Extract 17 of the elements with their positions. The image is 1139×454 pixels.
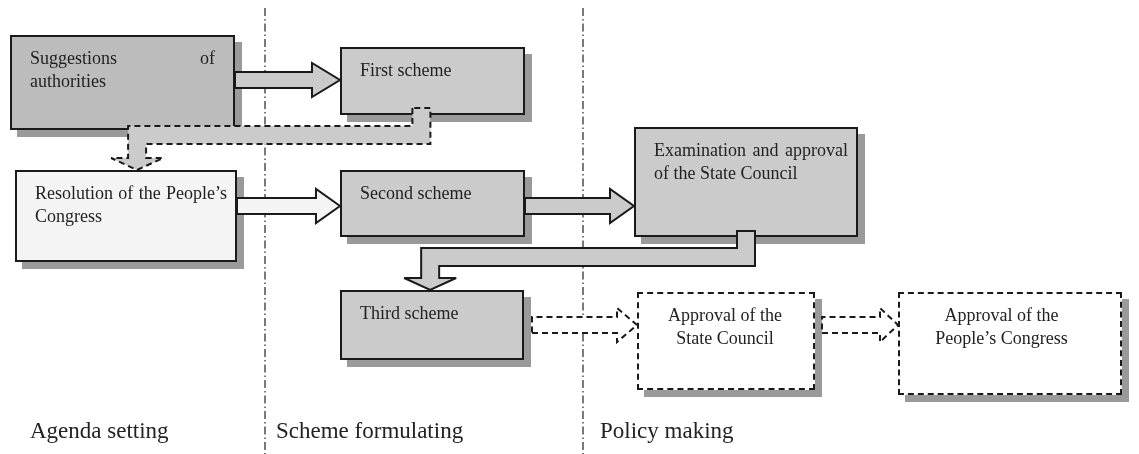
box-text: Suggestions of authorities [30,47,215,94]
box-text: Resolution of the People’s Congress [35,182,227,229]
block-arrow [110,107,432,172]
phase-label: Agenda setting [30,418,169,444]
box-text: Second scheme [360,182,473,205]
box-text: First scheme [360,59,453,82]
box-text: Approval of the State Council [667,304,783,351]
block-arrow [236,187,342,225]
block-arrow [234,61,342,99]
phase-label: Policy making [600,418,734,444]
block-arrow [403,230,756,292]
block-arrow [524,187,636,225]
box-text: Approval of the People’s Congress [934,304,1069,351]
box-text: Examination and approval of the State Council [654,139,848,186]
box-text: Third scheme [360,302,460,325]
block-arrow [531,305,639,345]
phase-label: Scheme formulating [276,418,464,444]
